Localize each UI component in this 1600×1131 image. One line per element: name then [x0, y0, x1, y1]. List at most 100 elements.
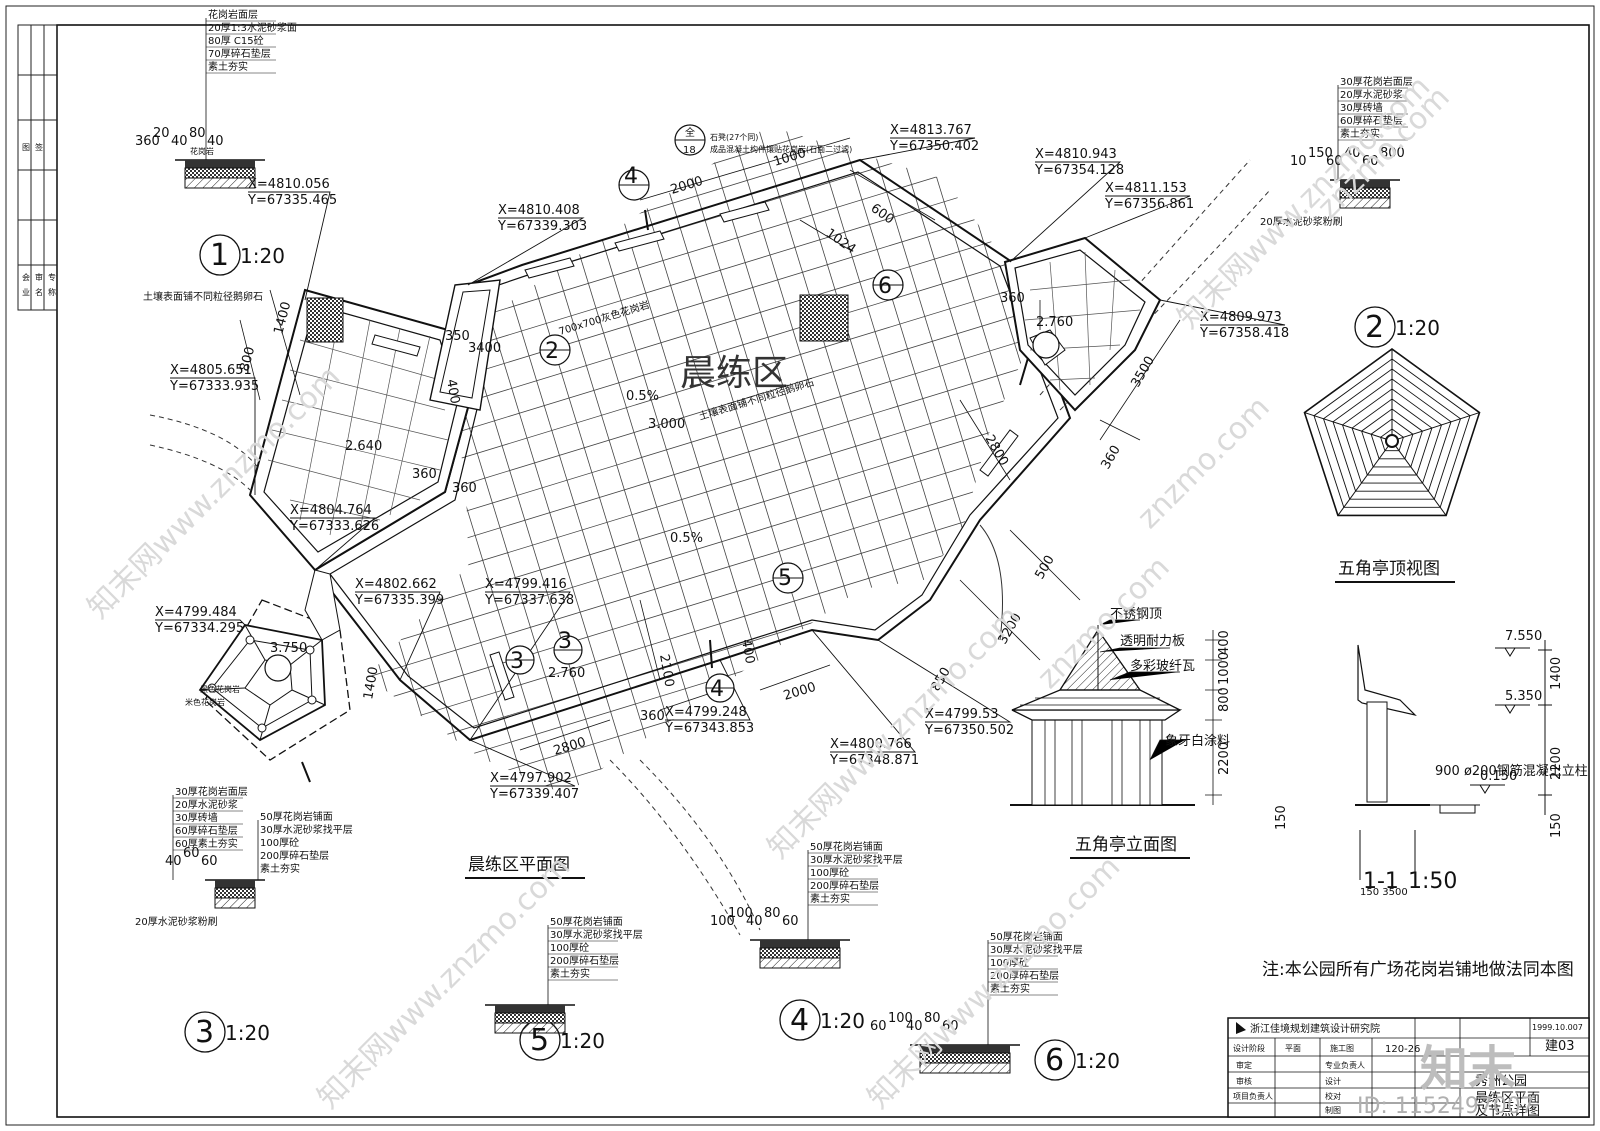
coord-y: Y=67335.465 — [247, 193, 337, 208]
layer-label: 60厚碎石垫层 — [1340, 114, 1403, 127]
dim: 360 — [640, 709, 665, 724]
tb-row: 审核 — [1236, 1076, 1252, 1086]
pavilion-elev-title: 五角亭立面图 — [1075, 835, 1177, 855]
callout-num: 3 — [510, 649, 524, 674]
coord-x: X=4799.248 — [665, 705, 747, 720]
dim: 60 — [183, 846, 200, 861]
layer-label: 20厚水泥砂浆 — [1340, 88, 1403, 101]
layer-label: 50厚花岗岩铺面 — [260, 810, 333, 823]
institute: 浙江佳境规划建筑设计研究院 — [1250, 1022, 1380, 1035]
callout-num: 3 — [558, 629, 572, 654]
dim: 10 — [1290, 154, 1307, 169]
layer-label: 素土夯实 — [260, 862, 300, 875]
coord-x: X=4805.651 — [170, 363, 252, 378]
dim: 2100 — [656, 653, 677, 688]
dim: 1400 — [1549, 657, 1564, 690]
tb-row: 设计 — [1325, 1076, 1341, 1086]
coord-y: Y=67350.402 — [889, 139, 979, 154]
dim: 60 — [201, 854, 218, 869]
coord-y: Y=67356.861 — [1104, 197, 1194, 212]
tb-row: 平面 — [1285, 1044, 1301, 1053]
dim: 800 — [1380, 146, 1405, 161]
coord-y: Y=67354.128 — [1034, 163, 1124, 178]
strip-char: 业 — [22, 287, 30, 297]
coord-x: X=4799.416 — [485, 577, 567, 592]
layer-label: 80厚 C15砼 — [208, 34, 264, 47]
tb-code: 120-26 — [1385, 1044, 1420, 1055]
stone-label: 黑色花岗岩 — [200, 684, 240, 694]
layer-label: 100厚砼 — [810, 866, 849, 879]
dim: 360 — [1000, 291, 1025, 306]
dim: 60 — [942, 1019, 959, 1034]
dim: 80 — [924, 1011, 941, 1026]
elev-label: 2.640 — [345, 439, 382, 454]
detail-scale: 1:20 — [225, 1021, 270, 1045]
layer-label: 30厚水泥砂浆找平层 — [810, 853, 903, 866]
coord-y: Y=67335.399 — [354, 593, 444, 608]
brand-watermark: 知末 — [1420, 1041, 1516, 1097]
layer-label: 200厚碎石垫层 — [810, 879, 879, 892]
dim: 1000 — [1217, 652, 1232, 685]
section-1-1: 7.550 5.350 0.150 1400 2200 150 900 ø200… — [1355, 629, 1588, 898]
dim: 80 — [189, 126, 206, 141]
dim: 40 — [1344, 146, 1361, 161]
section-bottom: 150 3500 — [1360, 887, 1408, 898]
tb-drawing: 晨练区平面 — [1475, 1091, 1540, 1106]
dim: 2200 — [1549, 747, 1564, 780]
stone-label: 米色花岗岩 — [185, 697, 225, 707]
dim: 150 — [1549, 813, 1564, 838]
coord-x: X=4810.943 — [1035, 147, 1117, 162]
coord-y: Y=67339.407 — [489, 787, 579, 802]
dim: 800 — [1217, 687, 1232, 712]
slope-label: 0.5% — [626, 389, 659, 404]
strip-char: 会 — [22, 272, 30, 282]
tb-row: 设计阶段 — [1233, 1043, 1265, 1053]
tb-row: 校对 — [1325, 1091, 1341, 1101]
strip-char: 审 — [35, 272, 43, 282]
dim: 360 — [452, 481, 477, 496]
detail-scale: 1:20 — [240, 244, 285, 268]
coord-x: X=4797.902 — [490, 771, 572, 786]
zone-label: 晨练区 — [680, 353, 788, 394]
coord-y: Y=67358.418 — [1199, 326, 1289, 341]
dim: 40 — [165, 854, 182, 869]
coord-x: X=4810.408 — [498, 203, 580, 218]
drawing-border — [56, 24, 1590, 1118]
dim: 2200 — [1217, 742, 1232, 775]
dim: 40 — [906, 1019, 923, 1034]
strip-char: 签 — [35, 142, 43, 152]
elev-label: 5.350 — [1505, 689, 1542, 704]
pavilion-roof-plan — [1303, 348, 1481, 517]
general-note: 注:本公园所有广场花岗岩铺地做法同本图 — [1262, 960, 1574, 980]
dim: 100 — [728, 906, 753, 921]
elev-label: 3.000 — [648, 417, 685, 432]
callout-num: 6 — [878, 274, 892, 299]
layer-label: 30厚砖墙 — [175, 811, 218, 824]
coord-x: X=4800.766 — [830, 737, 912, 752]
coord-y: Y=67348.871 — [829, 753, 919, 768]
dim: 2000 — [669, 174, 705, 198]
detail-tag: 花岗岩 — [190, 146, 214, 156]
detail-scale: 1:20 — [560, 1029, 605, 1053]
pavilion-label: 不锈钢顶 — [1110, 607, 1162, 622]
callout-num: 4 — [710, 677, 724, 702]
coord-y: Y=67334.295 — [154, 621, 244, 636]
watermark-text: 知末网www.znzmo.com — [861, 849, 1127, 1115]
id-watermark: ID: 1152497007 — [1357, 1094, 1535, 1119]
pavilion-label: 透明耐力板 — [1120, 634, 1185, 649]
layer-label: 50厚花岗岩铺面 — [810, 840, 883, 853]
layer-label: 30厚砖墙 — [1340, 101, 1383, 114]
dim: 360 — [1098, 443, 1123, 472]
cobble-patch — [306, 297, 344, 343]
layer-label: 60厚素土夯实 — [175, 837, 238, 850]
callout-num: 4 — [624, 164, 638, 189]
layer-label: 素土夯实 — [810, 892, 850, 905]
pavilion-roof-title: 五角亭顶视图 — [1338, 559, 1440, 579]
pavilion-elevation: 不锈钢顶 透明耐力板 多彩玻纤瓦 象牙白涂料 400 1000 800 2200… — [1010, 607, 1289, 859]
